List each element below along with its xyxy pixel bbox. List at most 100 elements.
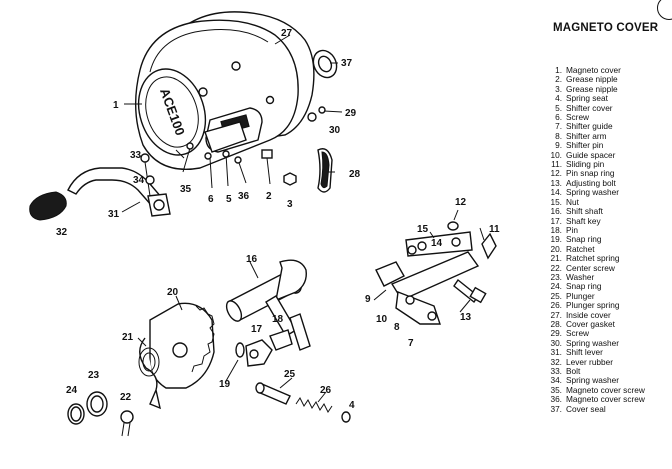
part-number: 21. xyxy=(550,253,562,264)
callout-23: 23 xyxy=(88,370,100,381)
callout-12: 12 xyxy=(455,197,467,208)
callout-22: 22 xyxy=(120,392,132,403)
part-name: Screw xyxy=(566,328,590,339)
part-number: 15. xyxy=(550,196,562,207)
part-name: Shaft key xyxy=(566,215,601,226)
callout-15: 15 xyxy=(417,224,429,235)
part-number: 12. xyxy=(550,168,562,179)
center-screw-part xyxy=(120,410,134,437)
parts-list-item: 32.Lever rubber xyxy=(544,357,645,367)
parts-list-item: 3.Grease nipple xyxy=(544,83,645,94)
part-number: 23. xyxy=(550,271,562,282)
callout-27: 27 xyxy=(281,28,293,39)
parts-list-item: 1. Magneto cover xyxy=(544,65,645,75)
callout-29: 29 xyxy=(345,108,357,119)
part-number: 34. xyxy=(550,375,562,386)
part-number: 6. xyxy=(555,112,562,123)
parts-list-item: 36.Magneto cover screw xyxy=(544,394,644,404)
callout-35: 35 xyxy=(180,184,192,195)
parts-list-item: 4.Spring seat xyxy=(544,93,645,104)
cover-gasket-part xyxy=(317,148,333,193)
part-number: 16. xyxy=(550,206,562,217)
part-number: 13. xyxy=(550,177,562,188)
parts-list-item: 37.Cover seal xyxy=(544,403,645,414)
callout-21: 21 xyxy=(122,332,134,343)
parts-list-item: 25.Plunger xyxy=(544,291,645,301)
part-name: Snap ring xyxy=(566,234,602,245)
leader-lines xyxy=(121,34,485,403)
part-name: Ratchet spring xyxy=(566,253,620,264)
part-name: Plunger spring xyxy=(566,300,620,311)
part-name: Grease nipple xyxy=(566,83,618,94)
parts-list-item: 35. Magneto cover screw xyxy=(544,384,645,395)
parts-list-item: 33.Bolt xyxy=(544,366,645,376)
callout-20: 20 xyxy=(167,287,179,298)
part-name: Spring washer xyxy=(566,337,620,348)
callout-25: 25 xyxy=(284,369,296,380)
part-number: 30. xyxy=(550,337,562,348)
parts-list-item: 29.Screw xyxy=(544,328,645,339)
spring-seat-part xyxy=(341,411,351,423)
parts-list-item: 2.Grease nipple xyxy=(544,74,645,85)
parts-list-item: 22.Center screw xyxy=(544,262,645,273)
part-number: 26. xyxy=(550,300,562,311)
parts-list-item: 27.Inside cover xyxy=(544,309,645,320)
part-name: Pin xyxy=(566,224,578,235)
part-name: Magneto cover xyxy=(566,65,621,75)
callout-1: 1 xyxy=(113,100,119,111)
callout-14: 14 xyxy=(431,238,443,249)
part-number: 35. xyxy=(550,384,562,395)
part-name: Shifter guide xyxy=(566,121,613,132)
parts-list-item: 19. Snap ring xyxy=(544,234,645,245)
part-number: 24. xyxy=(550,281,562,292)
parts-list-item: 7.Shifter guide xyxy=(544,121,645,132)
part-number: 1. xyxy=(555,65,562,75)
callout-18: 18 xyxy=(272,314,284,325)
callout-30: 30 xyxy=(329,125,341,136)
callout-37: 37 xyxy=(341,58,353,69)
part-name: Guide spacer xyxy=(566,149,616,160)
part-number: 19. xyxy=(550,234,562,245)
part-name: Shifter cover xyxy=(566,102,613,113)
parts-list-item: 21. Ratchet spring xyxy=(544,253,645,264)
part-name: Grease nipple xyxy=(566,74,618,85)
part-name: Pin snap ring xyxy=(566,168,615,179)
callout-2: 2 xyxy=(266,191,272,202)
part-number: 22. xyxy=(550,262,562,273)
part-number: 33. xyxy=(550,366,562,376)
callout-24: 24 xyxy=(66,385,78,396)
callout-7: 7 xyxy=(408,338,414,349)
callout-31: 31 xyxy=(108,209,120,220)
part-number: 8. xyxy=(555,130,562,141)
parts-list-item: 18.Pin xyxy=(544,224,645,235)
parts-list-item: 26. Plunger spring xyxy=(544,300,645,311)
page-title: MAGNETO COVER xyxy=(553,22,659,34)
parts-list-item: 23.Washer xyxy=(544,271,645,282)
callout-5: 5 xyxy=(226,194,232,205)
callout-8: 8 xyxy=(394,322,400,333)
callout-4: 4 xyxy=(349,400,355,411)
callout-6: 6 xyxy=(208,194,214,205)
parts-list-item: 16.Shift shaft xyxy=(544,206,645,217)
parts-list-item: 11.Sliding pin xyxy=(544,159,645,170)
part-name: Magneto cover screw xyxy=(566,384,645,395)
part-name: Screw xyxy=(566,112,590,123)
part-number: 37. xyxy=(550,403,562,414)
part-number: 4. xyxy=(555,93,562,104)
cover-screw-part xyxy=(307,106,326,122)
part-number: 27. xyxy=(550,309,562,320)
callout-34: 34 xyxy=(133,175,145,186)
ratchet-spring-part xyxy=(138,337,161,410)
part-number: 17. xyxy=(550,215,562,226)
part-name: Shift lever xyxy=(566,347,603,358)
magneto-cover-part: ACE100 xyxy=(134,11,315,170)
parts-list-item: 34. Spring washer xyxy=(544,375,645,386)
plunger-part xyxy=(255,382,291,405)
callout-19: 19 xyxy=(219,379,231,390)
part-name: Spring washer xyxy=(566,375,620,386)
magneto-cover-screws xyxy=(182,142,297,189)
parts-list-item: 17. Shaft key xyxy=(544,215,645,226)
part-name: Sliding pin xyxy=(566,159,605,170)
part-number: 28. xyxy=(550,318,562,329)
parts-list-item: 8.Shifter arm xyxy=(544,130,645,141)
